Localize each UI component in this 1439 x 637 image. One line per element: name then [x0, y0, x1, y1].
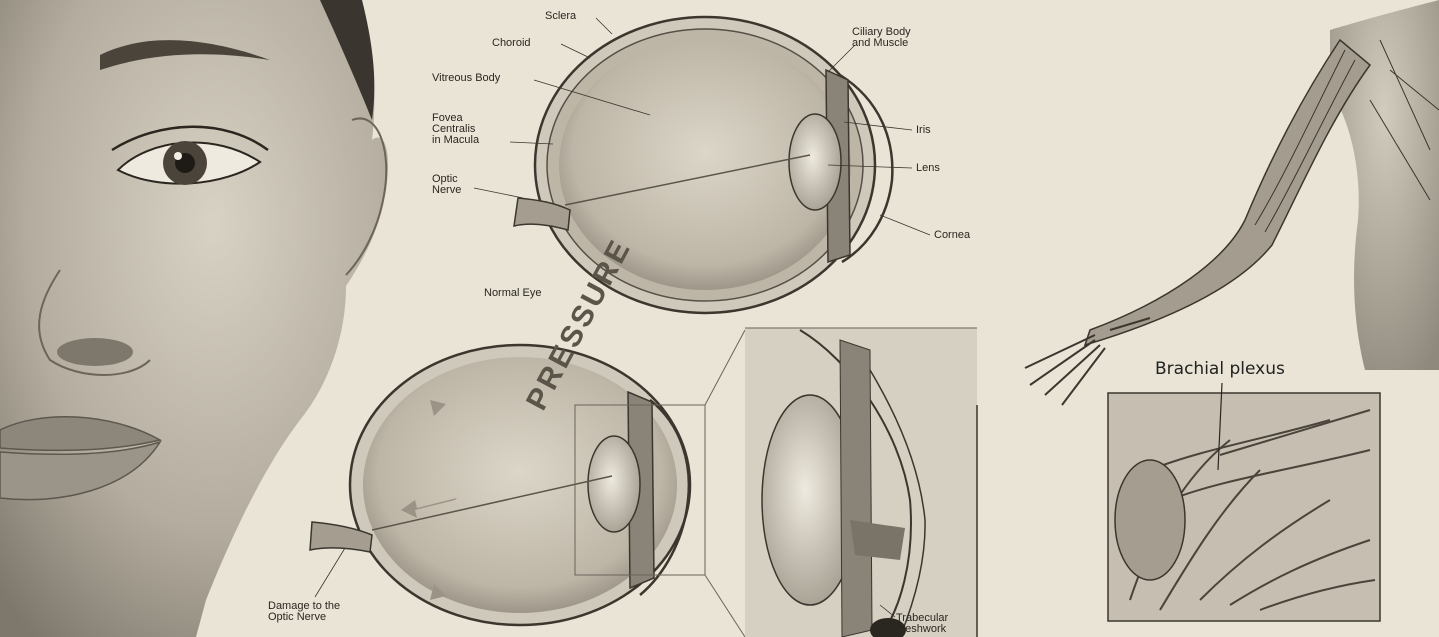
ciliary-body-label: Ciliary Body and Muscle [852, 27, 911, 49]
trabecular-meshwork-label: Trabecular meshwork [896, 613, 948, 635]
sclera-label: Sclera [545, 11, 576, 22]
vitreous-body-label: Vitreous Body [432, 73, 500, 84]
brachial-plexus-inset [1108, 383, 1380, 621]
optic-nerve-damage-label: Damage to the Optic Nerve [268, 601, 340, 623]
choroid-label: Choroid [492, 38, 531, 49]
optic-nerve-label: Optic Nerve [432, 174, 461, 196]
cornea-label: Cornea [934, 230, 970, 241]
lens-label: Lens [916, 163, 940, 174]
zoom-detail-panel [745, 328, 977, 637]
normal-eye-diagram [474, 17, 930, 313]
arm-torso-illustration [1025, 0, 1439, 405]
fovea-label: Fovea Centralis in Macula [432, 113, 479, 146]
brachial-plexus-label: Brachial plexus [1155, 359, 1285, 379]
iris-label: Iris [916, 125, 931, 136]
glaucoma-eye-diagram [310, 330, 745, 637]
normal-eye-caption: Normal Eye [484, 288, 541, 299]
